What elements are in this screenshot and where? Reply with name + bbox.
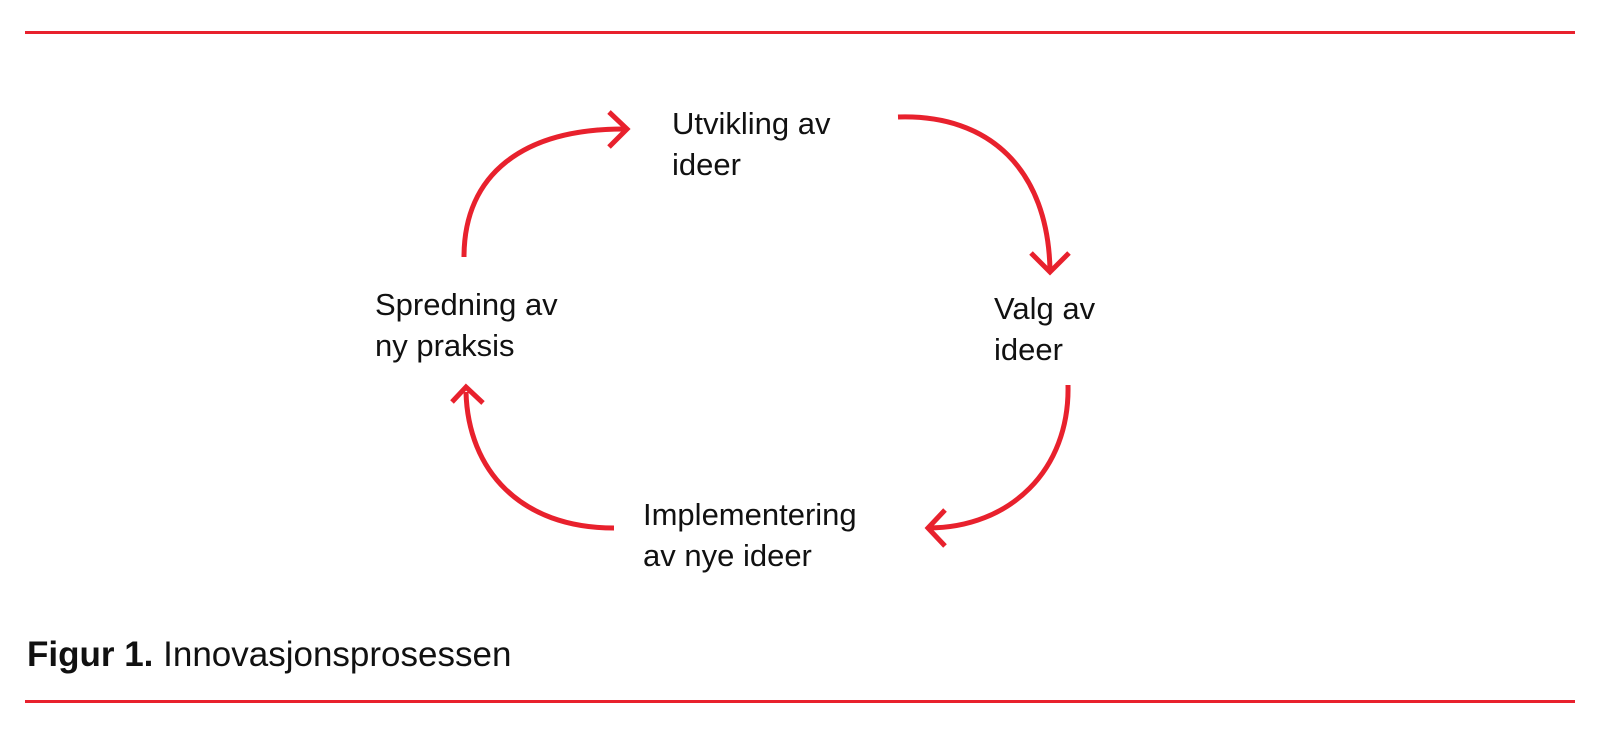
node-utvikling-av-ideer: Utvikling av ideer	[672, 103, 831, 185]
top-rule	[25, 31, 1575, 34]
arrowhead-icon	[1029, 251, 1071, 276]
cycle-arrow-left-to-top	[461, 126, 628, 258]
node-valg-av-ideer: Valg av ideer	[994, 288, 1095, 370]
node-label-line: ideer	[672, 147, 741, 182]
node-label-line: av nye ideer	[643, 538, 812, 573]
cycle-arrow-top-to-right	[897, 114, 1053, 271]
node-label-line: Spredning av	[375, 287, 558, 322]
cycle-arrow-right-to-bottom	[927, 384, 1071, 531]
node-spredning-av-ny-praksis: Spredning av ny praksis	[375, 284, 558, 366]
caption-label: Figur 1.	[27, 635, 154, 674]
node-label-line: Implementering	[643, 497, 857, 532]
node-label-line: ideer	[994, 332, 1063, 367]
node-label-line: ny praksis	[375, 328, 515, 363]
arrowhead-icon	[607, 110, 631, 149]
arrowhead-icon	[924, 508, 947, 548]
node-label-line: Valg av	[994, 291, 1096, 326]
figure-caption: Figur 1. Innovasjonsprosessen	[27, 633, 511, 677]
node-implementering-av-nye-ideer: Implementering av nye ideer	[643, 494, 857, 576]
cycle-arrow-bottom-to-left	[463, 391, 615, 531]
arrowhead-icon	[450, 383, 485, 405]
bottom-rule	[25, 700, 1575, 703]
caption-text: Innovasjonsprosessen	[153, 635, 512, 674]
node-label-line: Utvikling av	[672, 106, 831, 141]
